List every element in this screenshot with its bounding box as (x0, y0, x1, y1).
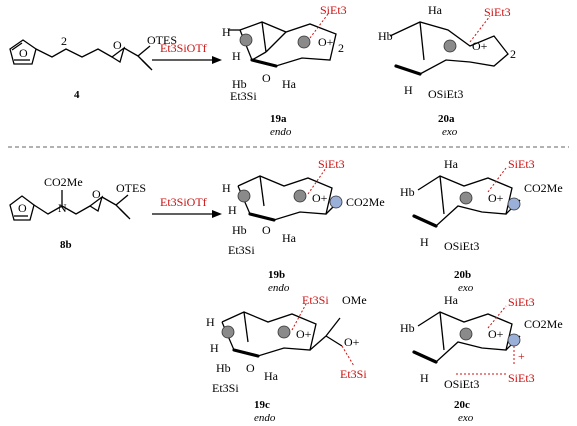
19c-label-h2: H (210, 341, 219, 355)
20b-label-ha: Ha (444, 157, 459, 171)
substrate-8b-structure (9, 190, 131, 221)
atom-marker-20b-1 (459, 191, 473, 205)
product-20c-id: 20c (454, 399, 470, 411)
co2me-label-8b: CO2Me (44, 175, 83, 189)
atom-marker-20c-2 (507, 333, 521, 347)
atom-marker-19b-2 (293, 189, 307, 203)
atom-marker-19a-2 (297, 35, 311, 49)
20c-label-co2me: CO2Me (524, 317, 563, 331)
atom-marker-19b-1 (237, 189, 251, 203)
19a-label-siet3: SiEt3 (320, 3, 347, 17)
20a-label-h: H (404, 83, 413, 97)
19a-label-2: 2 (338, 41, 344, 55)
19a-label-h2: H (232, 49, 241, 63)
19b-label-h2: H (228, 203, 237, 217)
19a-label-h1: H (222, 25, 231, 39)
19b-label-hb: Hb (232, 223, 247, 237)
20a-label-siet3: SiEt3 (484, 5, 511, 19)
20b-label-osiet3: OSiEt3 (444, 239, 479, 253)
product-20b-id: 20b (454, 269, 471, 281)
20a-label-hb: Hb (378, 29, 393, 43)
n-label-8b: N (58, 201, 67, 215)
product-19b-mode: endo (268, 282, 290, 294)
19b-label-et3si: Et3Si (228, 243, 255, 257)
20c-label-osiet3: OSiEt3 (444, 377, 479, 391)
19a-label-et3si: Et3Si (230, 89, 257, 103)
19a-label-oplus: O+ (318, 35, 334, 49)
product-19c-structure (221, 303, 355, 367)
otes-label-8b: OTES (116, 181, 146, 195)
product-20a-id: 20a (438, 113, 455, 125)
product-19a-structure (228, 13, 337, 68)
atom-marker-19b-3 (329, 195, 343, 209)
furan-oxygen-label: O (19, 46, 28, 60)
product-19a-id: 19a (270, 113, 287, 125)
atom-marker-19a-1 (239, 33, 253, 47)
atom-marker-20a-1 (443, 39, 457, 53)
20b-label-h: H (420, 235, 429, 249)
product-20b-mode: exo (458, 282, 474, 294)
20c-label-hb: Hb (400, 321, 415, 335)
reagent-label-1: Et3SiOTf (160, 41, 207, 55)
atom-marker-20b-2 (507, 197, 521, 211)
19a-label-o: O (262, 71, 271, 85)
19c-label-ha: Ha (264, 369, 279, 383)
substrate-4-id: 4 (74, 89, 80, 101)
chain-label-2: 2 (61, 34, 67, 48)
20c-label-ha: Ha (444, 293, 459, 307)
19b-label-co2me: CO2Me (346, 195, 385, 209)
epoxide-oxygen-label: O (113, 38, 122, 52)
epoxide-oxygen-label-8b: O (92, 187, 101, 201)
20a-label-ha: Ha (428, 3, 443, 17)
20a-label-oplus: O+ (472, 39, 488, 53)
reaction-arrow-2 (152, 210, 222, 218)
19c-label-et3si: Et3Si (212, 381, 239, 395)
19c-label-oplus-2: O+ (344, 335, 360, 349)
product-19b-id: 19b (268, 269, 285, 281)
substrate-8b-id: 8b (60, 239, 72, 251)
otes-label: OTES (147, 33, 177, 47)
19c-label-oplus-1: O+ (296, 327, 312, 341)
20a-label-osiet3: OSiEt3 (428, 87, 463, 101)
20c-label-siet3-bottom: SiEt3 (508, 371, 535, 385)
20c-label-h: H (420, 371, 429, 385)
19c-label-hb: Hb (216, 361, 231, 375)
19c-label-ome: OMe (342, 293, 367, 307)
20c-label-plus: + (518, 349, 525, 363)
substrate-4-structure (9, 39, 153, 71)
reaction-arrow-1 (152, 56, 222, 64)
20b-label-siet3: SiEt3 (508, 157, 535, 171)
19b-label-ha: Ha (282, 231, 297, 245)
19b-label-oplus: O+ (312, 191, 328, 205)
20c-label-siet3-top: SiEt3 (508, 295, 535, 309)
19c-label-o: O (246, 361, 255, 375)
product-19c-id: 19c (254, 399, 270, 411)
product-19a-mode: endo (270, 126, 292, 138)
19a-label-hb: Hb (232, 77, 247, 91)
19b-label-o: O (262, 223, 271, 237)
atom-marker-19c-2 (277, 325, 291, 339)
atom-marker-19c-1 (221, 325, 235, 339)
20c-label-oplus: O+ (488, 327, 504, 341)
19b-label-siet3: SiEt3 (318, 157, 345, 171)
20b-label-hb: Hb (400, 185, 415, 199)
19a-label-ha: Ha (282, 77, 297, 91)
19b-label-h1: H (222, 181, 231, 195)
furan-oxygen-label-8b: O (18, 201, 27, 215)
19c-label-et3si-top: Et3Si (302, 293, 329, 307)
atom-marker-20c-1 (459, 327, 473, 341)
product-20c-mode: exo (458, 412, 474, 424)
19c-label-h1: H (206, 315, 215, 329)
reagent-label-2: Et3SiOTf (160, 195, 207, 209)
product-20a-mode: exo (442, 126, 458, 138)
20b-label-oplus: O+ (488, 191, 504, 205)
product-20a-structure (389, 15, 509, 76)
product-19c-mode: endo (254, 412, 276, 424)
20b-label-co2me: CO2Me (524, 181, 563, 195)
20a-label-2: 2 (510, 47, 516, 61)
19c-label-et3si-right: Et3Si (340, 367, 367, 381)
